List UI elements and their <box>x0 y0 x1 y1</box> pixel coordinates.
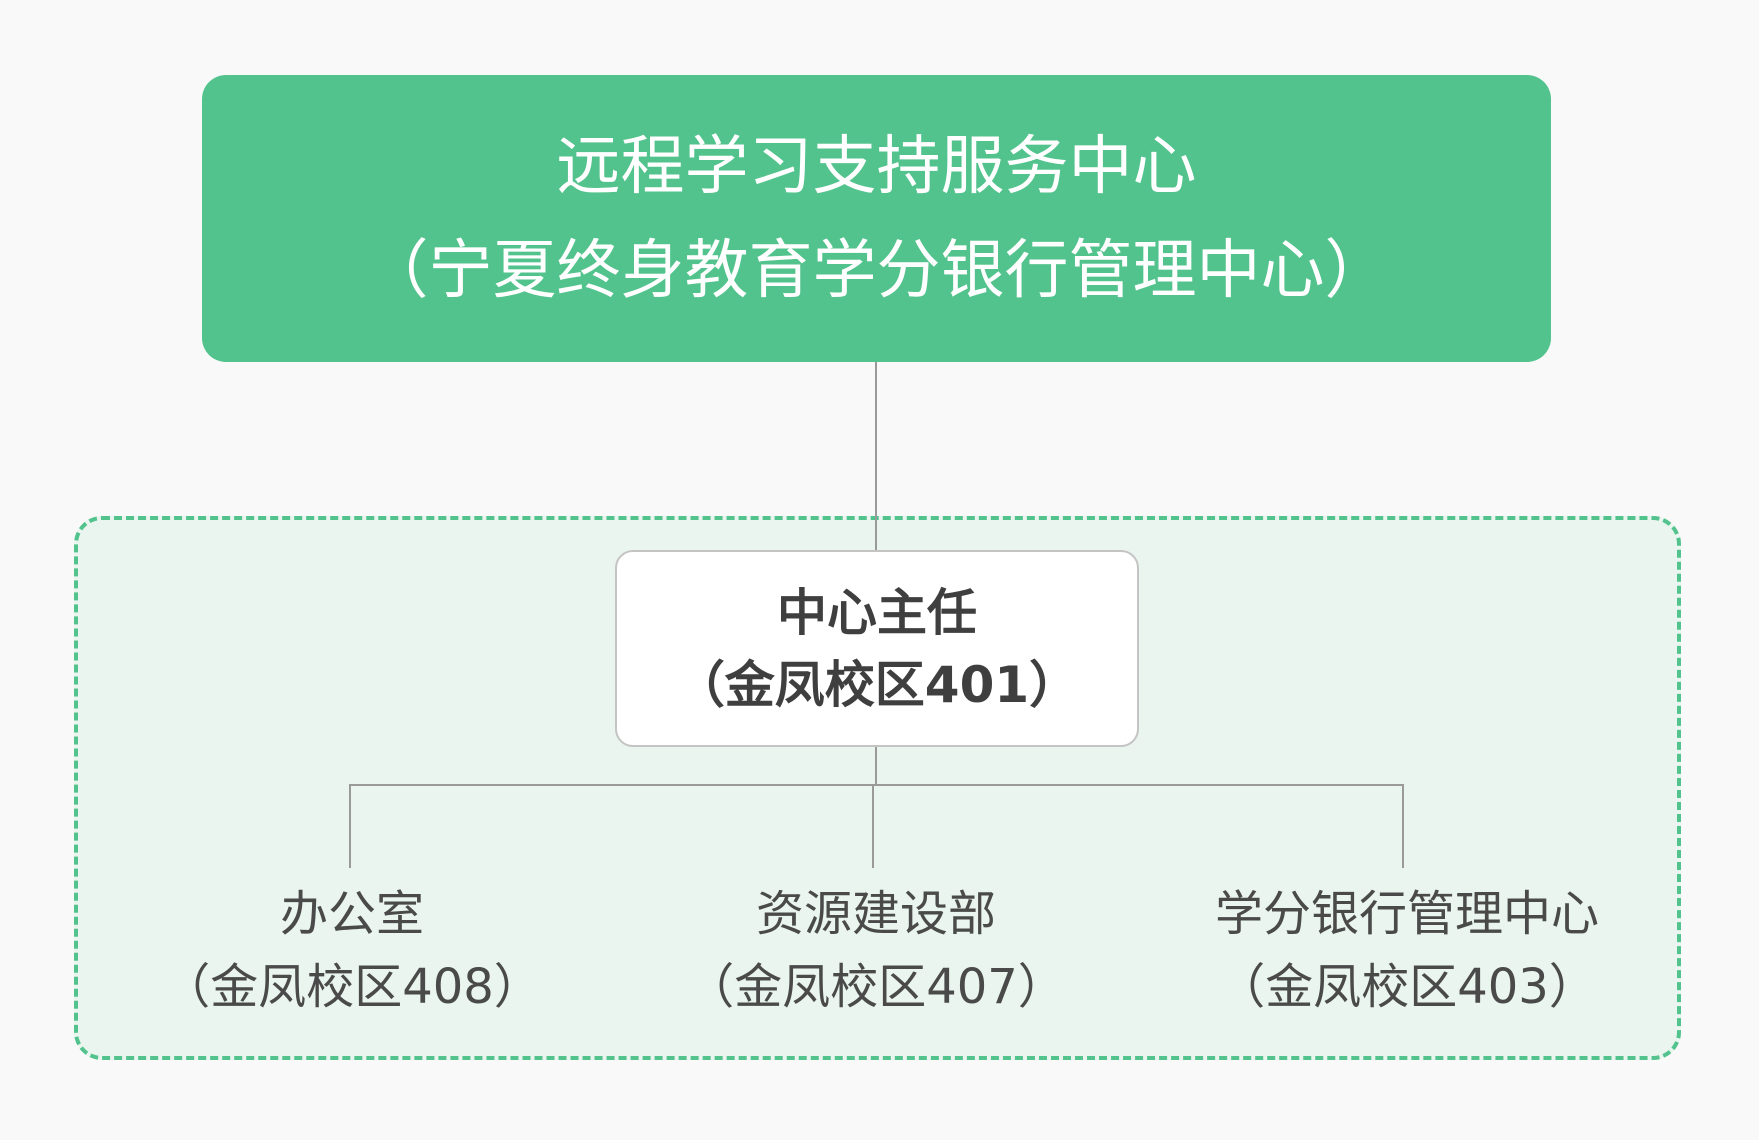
connector-bus <box>349 784 1404 786</box>
connector-child-2 <box>872 784 874 868</box>
director-node: 中心主任 （金凤校区401） <box>615 550 1139 747</box>
child-node-office: 办公室 （金凤校区408） <box>112 878 592 1024</box>
root-node: 远程学习支持服务中心 （宁夏终身教育学分银行管理中心） <box>202 75 1551 362</box>
child-node-credit-bank: 学分银行管理中心 （金凤校区403） <box>1167 878 1647 1024</box>
connector-director-bus <box>875 747 877 786</box>
connector-child-1 <box>349 784 351 868</box>
child-location: （金凤校区403） <box>1217 959 1597 1015</box>
director-location: （金凤校区401） <box>674 655 1080 714</box>
connector-root-director <box>875 362 877 550</box>
root-subtitle: （宁夏终身教育学分银行管理中心） <box>364 233 1389 308</box>
director-title: 中心主任 <box>777 583 977 642</box>
child-title: 学分银行管理中心 <box>1214 886 1599 942</box>
child-title: 办公室 <box>279 886 424 942</box>
connector-child-3 <box>1402 784 1404 868</box>
child-location: （金凤校区408） <box>162 959 542 1015</box>
child-node-resources: 资源建设部 （金凤校区407） <box>636 878 1116 1024</box>
child-title: 资源建设部 <box>755 886 996 942</box>
root-title: 远程学习支持服务中心 <box>556 129 1197 204</box>
child-location: （金凤校区407） <box>686 959 1066 1015</box>
